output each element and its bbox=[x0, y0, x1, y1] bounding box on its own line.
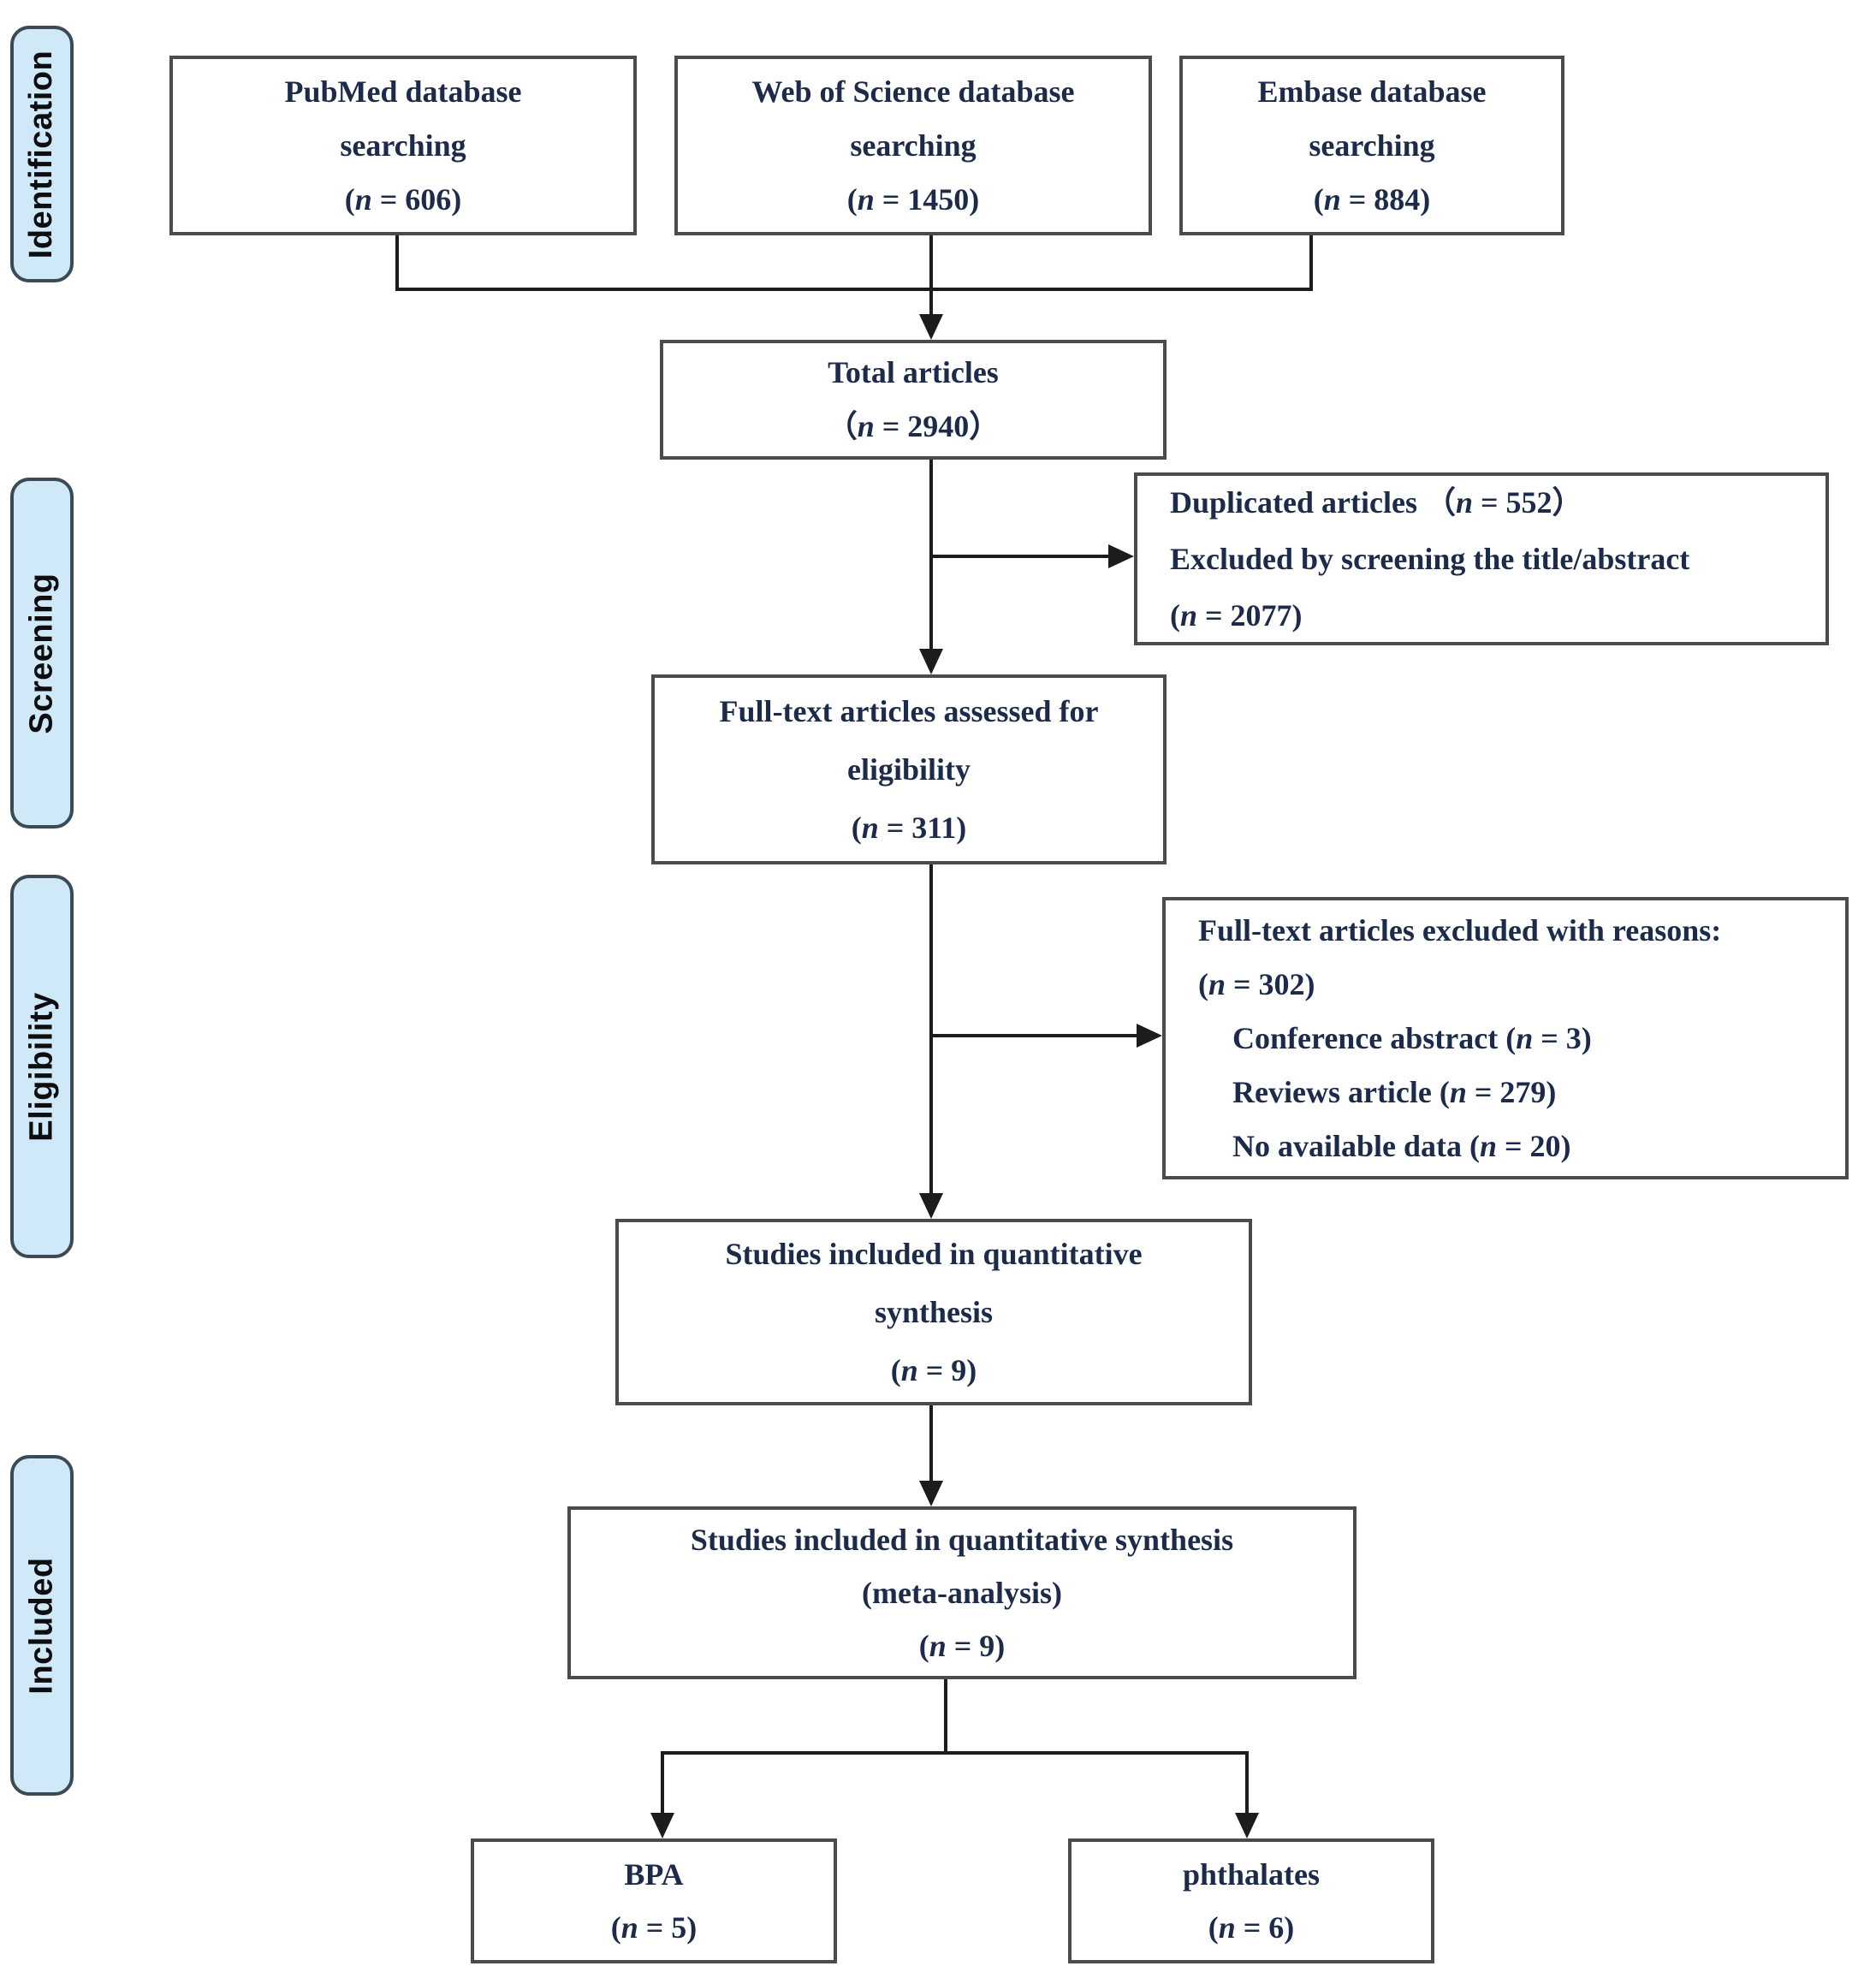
box-line: BPA bbox=[624, 1857, 684, 1892]
connector-pubmed-down bbox=[395, 235, 399, 291]
box-fulltext-assessed: Full-text articles assessed for eligibil… bbox=[651, 674, 1167, 864]
connector-branch-excluded bbox=[929, 1034, 1137, 1037]
arrowhead-down-icon bbox=[919, 1481, 943, 1506]
box-line: searching bbox=[850, 128, 977, 163]
box-line: Total articles bbox=[828, 355, 999, 389]
box-embase-search: Embase database searching (n = 884) bbox=[1179, 56, 1564, 235]
box-count: (n = 1450) bbox=[846, 181, 980, 217]
stage-included-label: Included bbox=[23, 1556, 60, 1695]
arrowhead-down-icon bbox=[919, 314, 943, 340]
stage-eligibility-label: Eligibility bbox=[23, 991, 60, 1142]
box-count: (n = 302) bbox=[1198, 966, 1315, 1001]
stage-screening-label: Screening bbox=[23, 572, 60, 734]
box-line: searching bbox=[1309, 128, 1435, 163]
stage-included: Included bbox=[10, 1455, 74, 1796]
box-pubmed-search: PubMed database searching (n = 606) bbox=[169, 56, 637, 235]
connector-meta-down bbox=[944, 1679, 947, 1755]
box-line: Studies included in quantitative synthes… bbox=[690, 1523, 1234, 1557]
box-line: Full-text articles excluded with reasons… bbox=[1198, 912, 1722, 947]
box-total-articles: Total articles （n = 2940） bbox=[660, 340, 1167, 460]
arrowhead-down-icon bbox=[919, 1193, 943, 1219]
box-count: (n = 5) bbox=[610, 1910, 698, 1945]
arrowhead-down-icon bbox=[650, 1813, 674, 1838]
connector-collector bbox=[395, 288, 1313, 291]
box-count: (n = 6) bbox=[1208, 1910, 1295, 1945]
arrowhead-down-icon bbox=[919, 649, 943, 674]
box-web-of-science-search: Web of Science database searching (n = 1… bbox=[674, 56, 1152, 235]
connector-embase-down bbox=[1309, 235, 1313, 291]
box-count: (n = 2077) bbox=[1170, 598, 1303, 633]
box-count: （n = 2940） bbox=[826, 409, 1000, 443]
box-line: PubMed database bbox=[284, 74, 522, 109]
connector-split-to-phthalates bbox=[1245, 1751, 1249, 1815]
box-line: Excluded by screening the title/abstract bbox=[1170, 542, 1690, 576]
connector-quant-to-meta bbox=[929, 1405, 933, 1482]
box-line: Web of Science database bbox=[751, 74, 1075, 109]
connector-fulltext-to-quant bbox=[929, 864, 933, 1194]
box-count: (n = 606) bbox=[344, 181, 462, 217]
box-bpa: BPA (n = 5) bbox=[471, 1838, 837, 1963]
connector-wos-to-total bbox=[929, 235, 933, 316]
box-reason: Conference abstract (n = 3) bbox=[1232, 1020, 1592, 1055]
connector-branch-duplicated bbox=[929, 555, 1108, 558]
box-count: (n = 884) bbox=[1313, 181, 1431, 217]
box-line: Full-text articles assessed for bbox=[719, 694, 1099, 728]
arrowhead-right-icon bbox=[1137, 1024, 1162, 1048]
box-fulltext-excluded: Full-text articles excluded with reasons… bbox=[1162, 897, 1849, 1179]
stage-identification-label: Identification bbox=[23, 50, 60, 258]
box-quantitative-synthesis: Studies included in quantitative synthes… bbox=[615, 1219, 1252, 1405]
stage-screening: Screening bbox=[10, 478, 74, 829]
connector-split-to-bpa bbox=[661, 1751, 664, 1815]
box-count: (n = 9) bbox=[890, 1353, 977, 1387]
box-line: searching bbox=[340, 128, 466, 163]
box-meta-analysis: Studies included in quantitative synthes… bbox=[567, 1506, 1357, 1679]
box-line: (meta-analysis) bbox=[862, 1576, 1062, 1610]
arrowhead-right-icon bbox=[1108, 544, 1134, 568]
stage-identification: Identification bbox=[10, 26, 74, 282]
box-line: Duplicated articles （n = 552） bbox=[1170, 485, 1583, 520]
box-line: Embase database bbox=[1257, 74, 1487, 109]
box-line: eligibility bbox=[847, 752, 971, 787]
box-line: Studies included in quantitative bbox=[725, 1237, 1143, 1271]
arrowhead-down-icon bbox=[1235, 1813, 1259, 1838]
box-reason: No available data (n = 20) bbox=[1232, 1128, 1571, 1163]
stage-eligibility: Eligibility bbox=[10, 875, 74, 1258]
box-phthalates: phthalates (n = 6) bbox=[1068, 1838, 1434, 1963]
box-duplicated-excluded: Duplicated articles （n = 552） Excluded b… bbox=[1134, 472, 1829, 645]
box-count: (n = 9) bbox=[918, 1629, 1006, 1663]
box-line: synthesis bbox=[874, 1295, 994, 1329]
connector-split bbox=[661, 1751, 1249, 1755]
box-line: phthalates bbox=[1182, 1857, 1321, 1892]
box-reason: Reviews article (n = 279) bbox=[1232, 1074, 1557, 1109]
box-count: (n = 311) bbox=[851, 811, 967, 845]
